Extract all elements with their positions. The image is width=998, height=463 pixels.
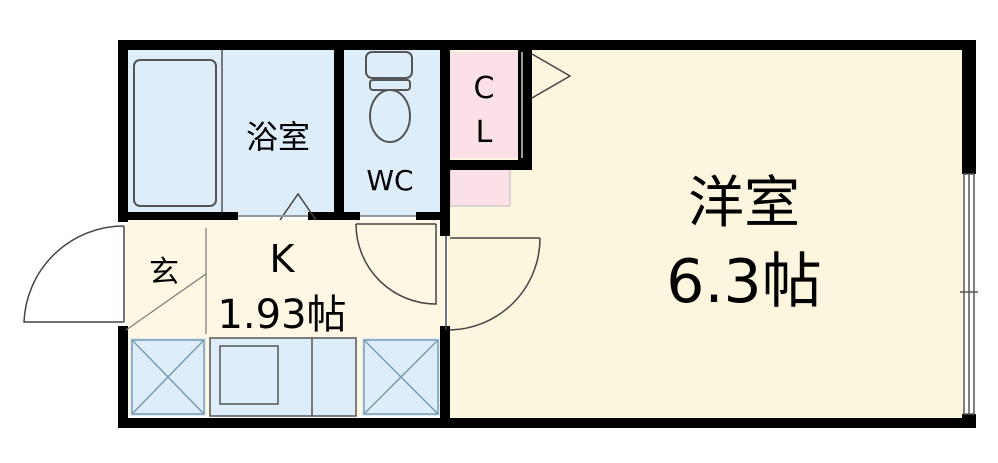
bathtub [133,59,217,207]
closet-step [449,167,511,207]
closet-label-l: L [476,115,493,150]
room-door-icon [445,236,541,331]
closet-floor [450,52,518,158]
western-room-floor [448,48,968,420]
entrance-step [125,273,207,331]
entrance-floor [126,228,204,332]
entrance-label: 玄 [149,255,179,290]
window-icon [960,173,978,415]
western-room-size: 6.3帖 [666,247,821,317]
western-room-name: 洋室 [688,171,800,236]
closet-label-c: C [474,71,495,106]
storage-left-cross [131,339,205,415]
entrance-door-icon [23,225,125,323]
kitchen-counter [210,338,356,416]
closet-door-icon [531,53,572,99]
kitchen-name: K [270,237,296,281]
outer-walls [118,40,976,428]
wc-label: WC [366,164,413,197]
kitchen-sink-icon [209,337,357,417]
wc-floor [342,48,440,216]
kitchen-size: 1.93帖 [217,292,346,338]
wc-door-icon [355,223,437,305]
toilet-icon [365,51,413,143]
bath-door-icon [279,192,317,221]
storage-right-cross [363,339,439,415]
bathroom-floor [126,48,334,216]
bathroom-label: 浴室 [246,118,310,156]
